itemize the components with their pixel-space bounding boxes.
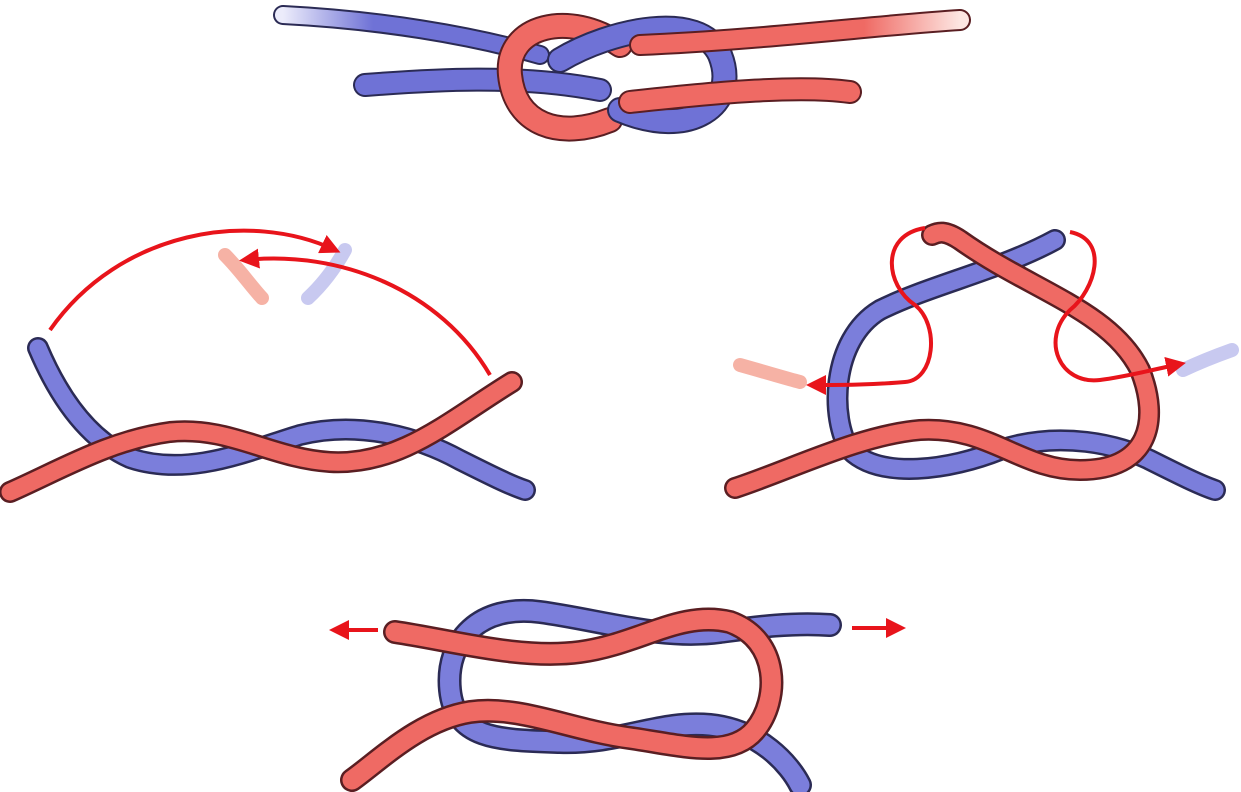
move-arrow-blue-end [48,228,341,332]
blue-rope-end-ghost [1176,343,1239,377]
move-arrow-right [1053,230,1186,383]
move-arrow-left [806,226,933,395]
red-rope-end-ghost [733,358,807,389]
step-1-cross-ends [0,228,536,503]
move-arrow-red-end [239,248,492,377]
finished-reef-knot [273,5,971,142]
red-rope-end-ghost [218,248,269,305]
blue-rope-end-ghost [301,243,352,305]
step-3-pull-tight [329,598,906,792]
step-2-tuck-ends [724,221,1239,501]
